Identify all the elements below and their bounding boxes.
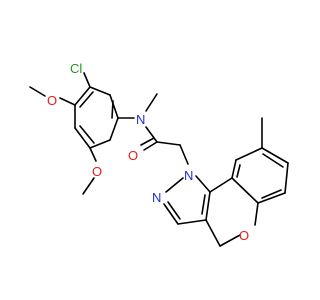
c-cl-bond <box>83 72 91 88</box>
c-o-carbonyl-bond-2 <box>140 137 155 146</box>
benzene-ring-right <box>231 147 289 204</box>
pyrazole-ring <box>163 175 211 225</box>
n-methyl-bond <box>145 93 158 112</box>
pyran-ring <box>205 177 259 247</box>
chlorine-atom: Cl <box>70 61 82 76</box>
nitrogen-atom-amide: N <box>136 112 145 127</box>
c-o-carbonyl-bond-1 <box>143 141 158 151</box>
c-o-bond-top <box>59 97 76 106</box>
o-ch3-bond-top <box>29 86 46 97</box>
n-carbonyl-bond <box>145 126 158 143</box>
nitrogen-atom-n1: N <box>184 168 193 183</box>
oxygen-atom-methoxy-bottom: O <box>92 164 102 179</box>
molecule-structure: Cl O O N O N N O <box>0 0 300 300</box>
phenyl-ring <box>74 86 119 149</box>
ch2-n-bond <box>179 144 189 165</box>
nitrogen-atom-n2: N <box>152 190 161 205</box>
c-o-bond-bottom <box>89 147 97 162</box>
oxygen-atom-carbonyl: O <box>128 148 138 163</box>
oxygen-atom-pyran: O <box>239 228 249 243</box>
carbonyl-ch2-bond <box>156 141 181 146</box>
o-ch3-bond-bottom <box>82 177 95 195</box>
background <box>0 0 300 300</box>
oxygen-atom-methoxy-top: O <box>47 93 57 108</box>
